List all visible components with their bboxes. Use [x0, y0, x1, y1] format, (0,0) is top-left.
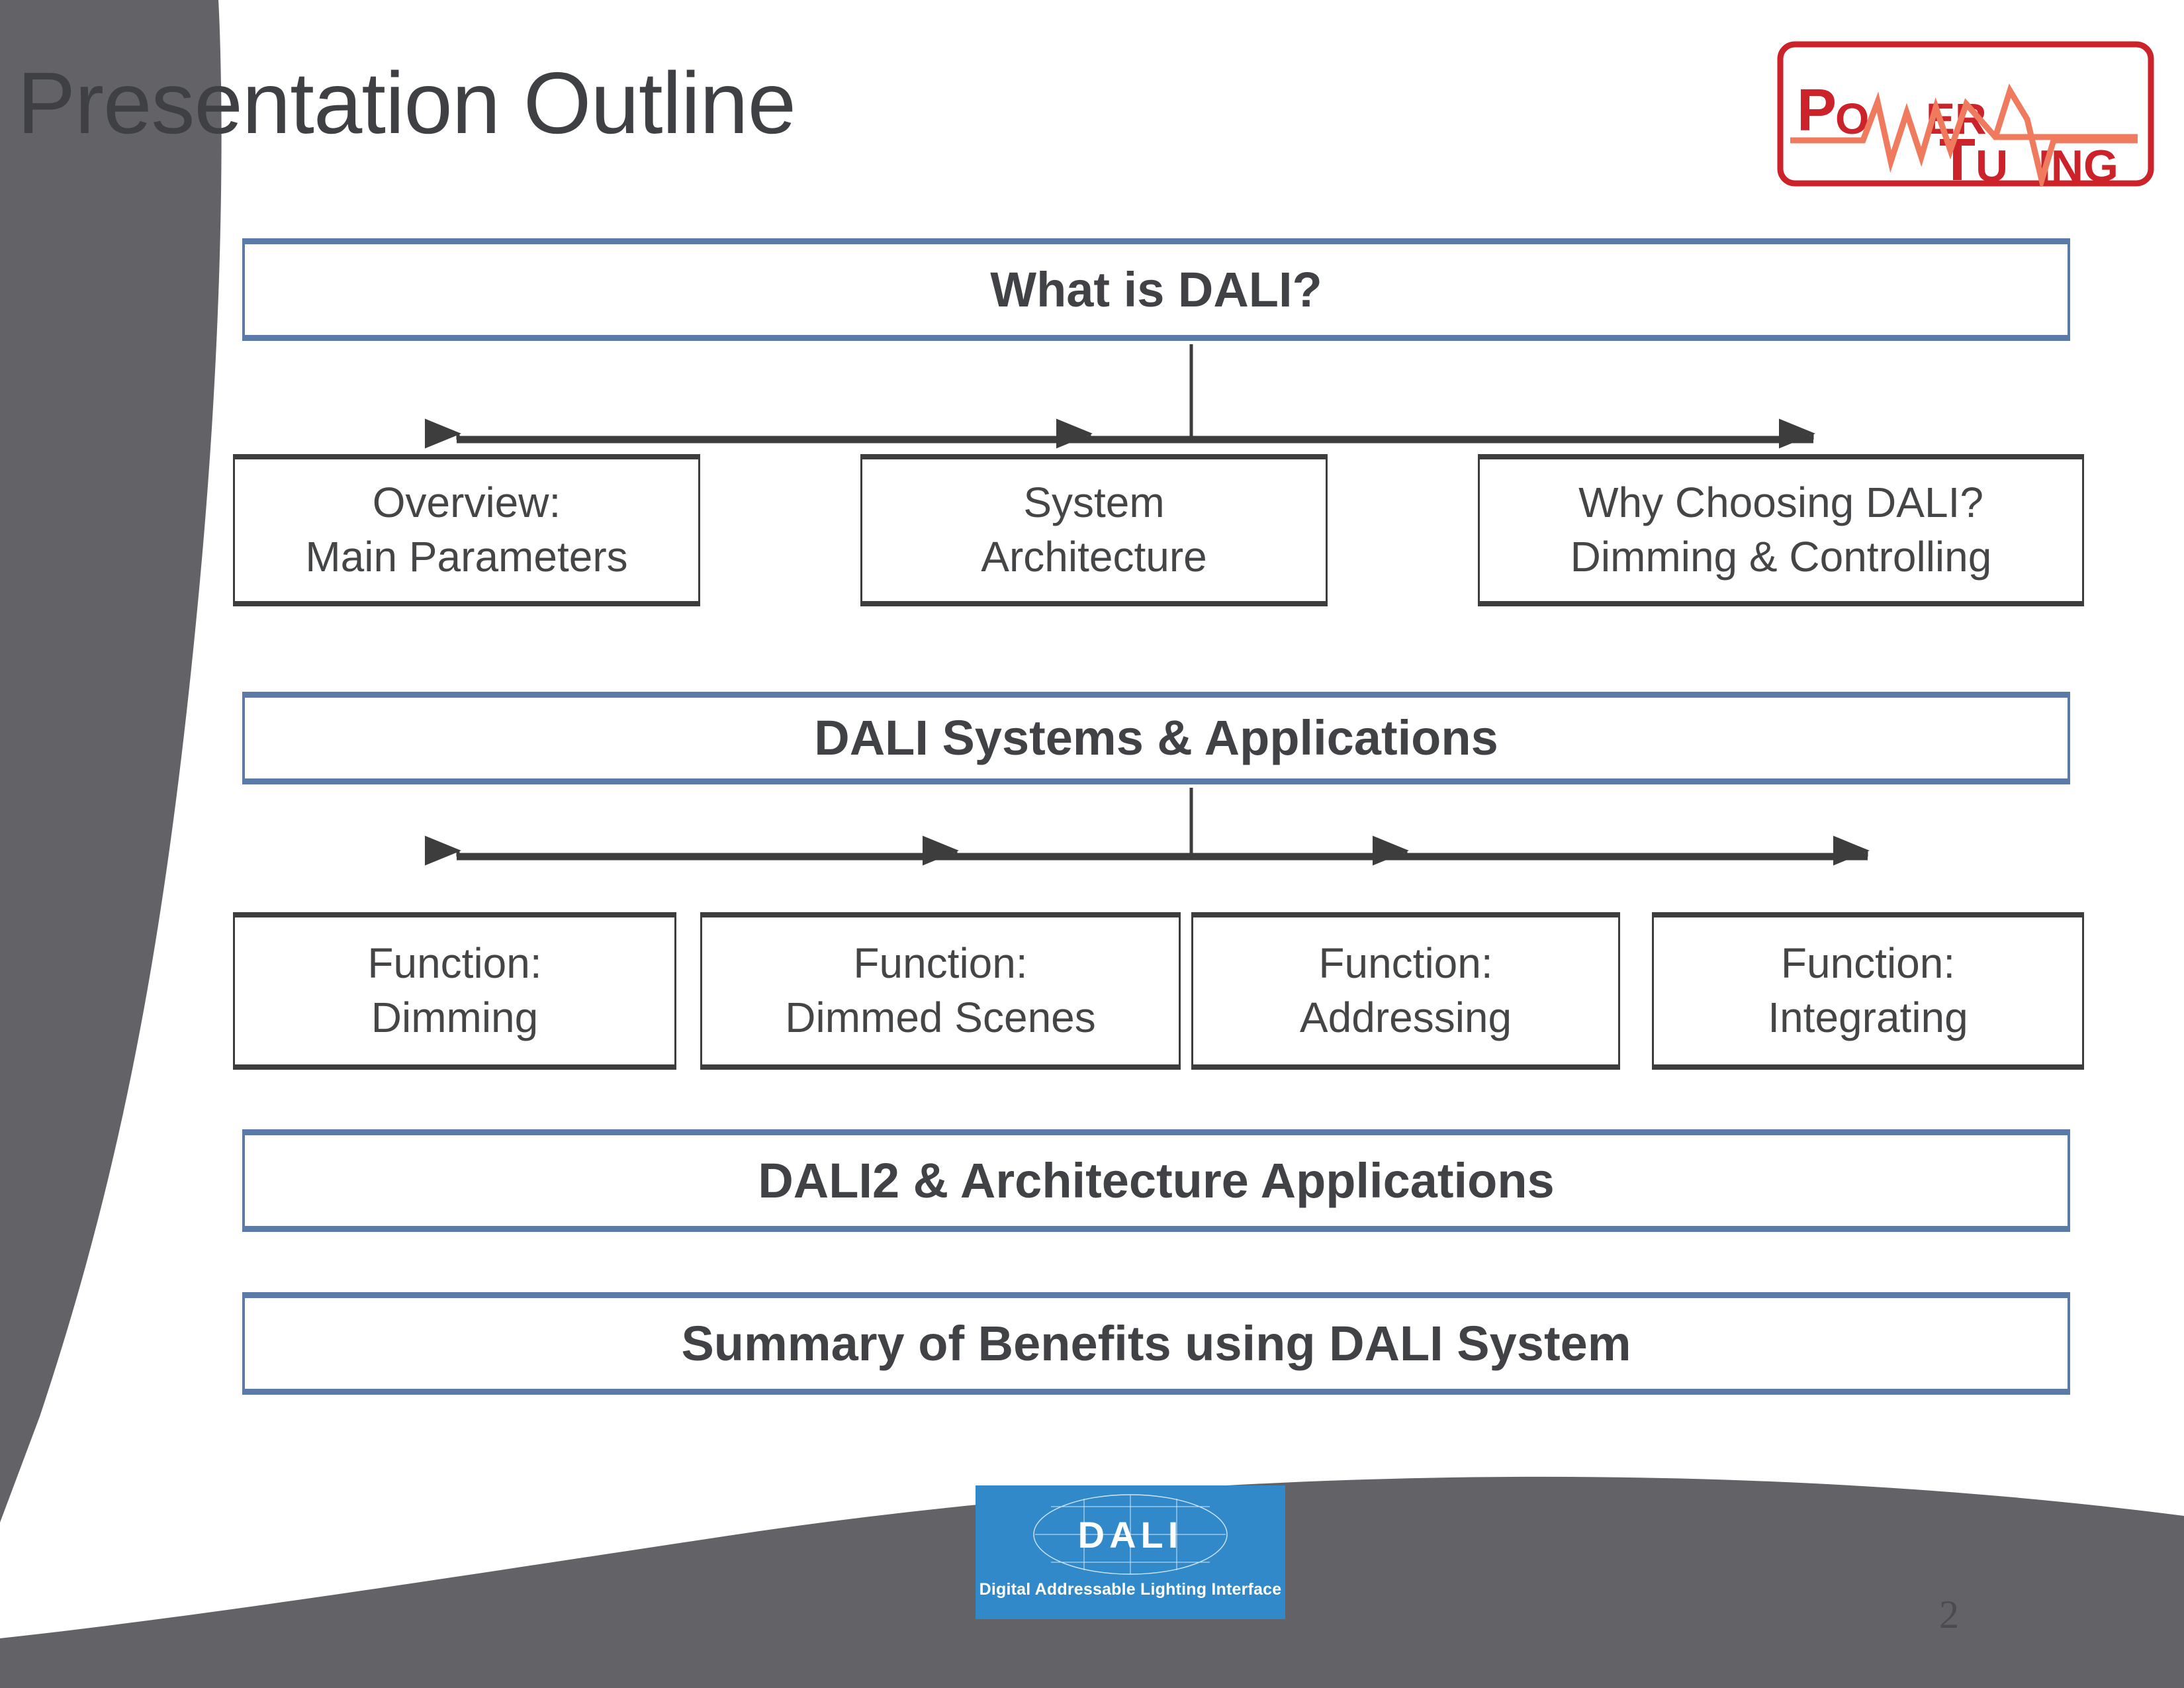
node-line-2: Integrating — [1768, 994, 1968, 1041]
section-header-dali-systems-applications[interactable]: DALI Systems & Applications — [242, 692, 2070, 784]
node-function-addressing[interactable]: Function: Addressing — [1191, 912, 1620, 1070]
section-header-label: DALI Systems & Applications — [814, 710, 1498, 766]
dali-globe-icon: DALI — [1033, 1494, 1228, 1575]
node-line-2: Dimming & Controlling — [1570, 533, 1992, 581]
node-system-architecture[interactable]: System Architecture — [860, 454, 1328, 606]
node-line-1: Function: — [367, 939, 542, 988]
dali-mark-text: DALI — [1078, 1514, 1183, 1556]
waveform-icon-tail — [1992, 83, 2138, 187]
left-swoosh-shape — [0, 0, 222, 1523]
section-header-label: What is DALI? — [990, 261, 1322, 317]
node-line-1: Overview: — [372, 479, 561, 527]
dali-logo: DALI Digital Addressable Lighting Interf… — [976, 1485, 1285, 1619]
node-function-integrating[interactable]: Function: Integrating — [1652, 912, 2084, 1070]
page-number: 2 — [1939, 1593, 1959, 1636]
node-function-dimming[interactable]: Function: Dimming — [233, 912, 676, 1070]
node-line-2: Dimming — [371, 994, 539, 1041]
power-tuning-logo: P O ER T U ING — [1777, 41, 2154, 187]
node-line-1: Function: — [853, 939, 1028, 988]
node-line-1: Function: — [1780, 939, 1956, 988]
node-why-choosing-dali[interactable]: Why Choosing DALI? Dimming & Controlling — [1478, 454, 2084, 606]
dali-tagline: Digital Addressable Lighting Interface — [979, 1580, 1282, 1599]
logo-text-power: P — [1797, 77, 1837, 144]
section-header-label: Summary of Benefits using DALI System — [681, 1315, 1631, 1371]
section-header-dali2-architecture-applications[interactable]: DALI2 & Architecture Applications — [242, 1129, 2070, 1232]
node-line-2: Architecture — [981, 533, 1207, 581]
node-line-1: Function: — [1318, 939, 1493, 988]
node-line-1: Why Choosing DALI? — [1578, 479, 1983, 527]
section-header-summary-of-benefits[interactable]: Summary of Benefits using DALI System — [242, 1292, 2070, 1395]
node-line-2: Dimmed Scenes — [785, 994, 1096, 1041]
node-line-2: Main Parameters — [305, 533, 628, 581]
page-title: Presentation Outline — [17, 54, 796, 152]
node-line-1: System — [1023, 479, 1165, 527]
node-overview-main-parameters[interactable]: Overview: Main Parameters — [233, 454, 700, 606]
section-header-label: DALI2 & Architecture Applications — [758, 1152, 1555, 1208]
section-header-what-is-dali[interactable]: What is DALI? — [242, 238, 2070, 341]
waveform-icon — [1790, 91, 2138, 173]
node-line-2: Addressing — [1299, 994, 1512, 1041]
logo-text-u: U — [1976, 141, 2008, 187]
node-function-dimmed-scenes[interactable]: Function: Dimmed Scenes — [700, 912, 1181, 1070]
